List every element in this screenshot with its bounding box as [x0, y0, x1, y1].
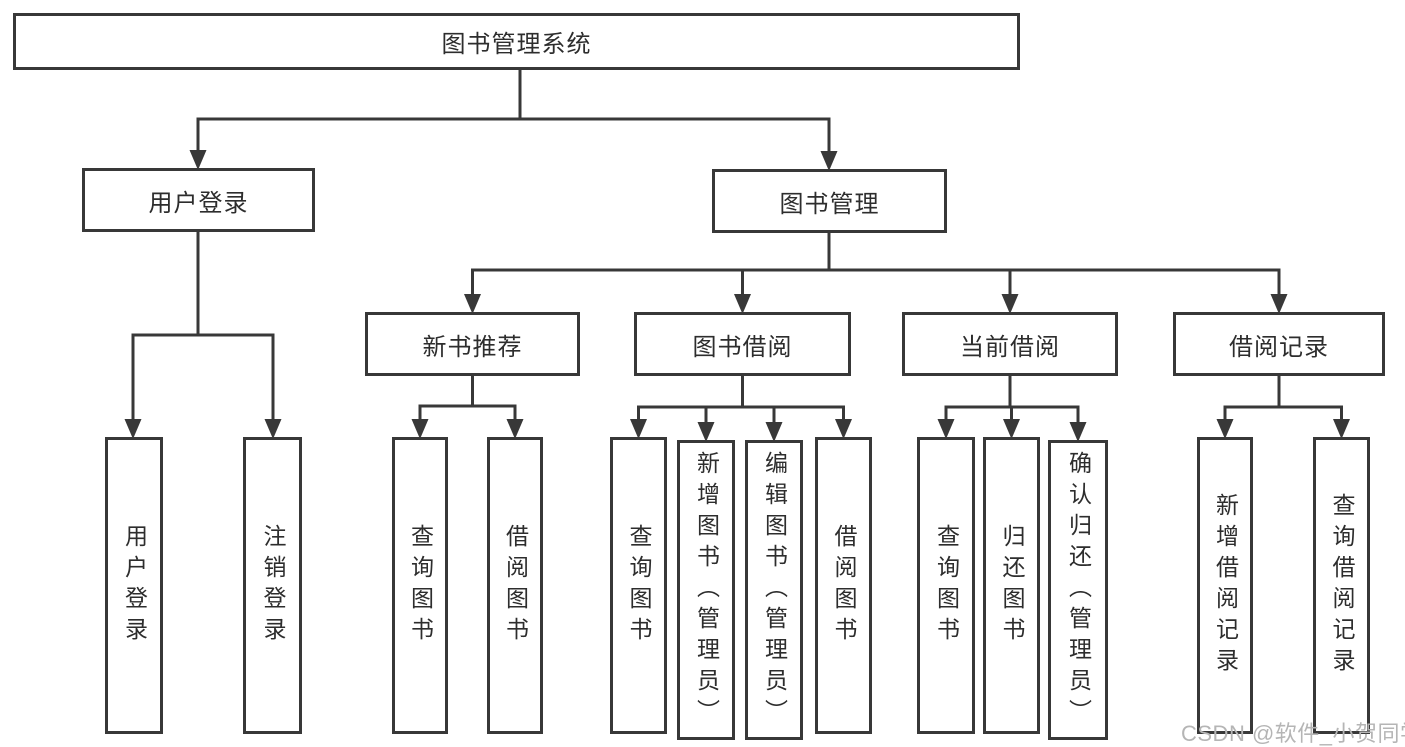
node-user-login-branch: 用户登录: [82, 168, 315, 232]
node-label: 当前借阅: [960, 333, 1060, 361]
node-label: 新书推荐: [422, 333, 523, 361]
leaf-borrow-books-recommend: 借阅图书: [487, 437, 543, 734]
node-label: 借阅图书: [502, 523, 529, 648]
node-current-borrowing: 当前借阅: [902, 312, 1118, 376]
node-label: 用户登录: [121, 523, 148, 648]
leaf-query-books-current: 查询图书: [917, 437, 975, 734]
node-label: 查询借阅记录: [1329, 492, 1355, 679]
csdn-watermark: CSDN @软件_小贺同学: [1181, 721, 1405, 746]
node-label: 查询图书: [407, 523, 434, 648]
node-new-book-recommend: 新书推荐: [365, 312, 580, 376]
node-label: 用户登录: [148, 189, 249, 217]
node-label: 新增借阅记录: [1212, 492, 1239, 679]
leaf-logout: 注销登录: [243, 437, 302, 734]
node-label: 归还图书: [999, 523, 1025, 648]
leaf-confirm-return-admin: 确认归还（管理员）: [1048, 440, 1108, 740]
node-label: 查询图书: [933, 523, 960, 648]
leaf-add-borrow-record: 新增借阅记录: [1197, 437, 1253, 734]
node-root-system: 图书管理系统: [13, 13, 1020, 70]
node-label: 确认归还（管理员）: [1065, 450, 1092, 730]
node-book-borrowing: 图书借阅: [634, 312, 851, 376]
node-label: 查询图书: [626, 523, 652, 648]
node-label: 图书借阅: [692, 333, 793, 361]
leaf-add-book-admin: 新增图书（管理员）: [677, 440, 735, 740]
leaf-user-login: 用户登录: [105, 437, 163, 734]
leaf-return-book: 归还图书: [983, 437, 1040, 734]
leaf-query-borrow-record: 查询借阅记录: [1313, 437, 1370, 734]
leaf-edit-book-admin: 编辑图书（管理员）: [745, 440, 803, 740]
node-book-management-branch: 图书管理: [712, 169, 947, 233]
node-label: 注销登录: [260, 523, 286, 648]
node-label: 图书管理系统: [441, 31, 592, 58]
node-label: 借阅记录: [1229, 333, 1329, 361]
leaf-query-books-borrow: 查询图书: [610, 437, 667, 734]
node-borrowing-records: 借阅记录: [1173, 312, 1385, 376]
leaf-borrow-books: 借阅图书: [815, 437, 872, 734]
node-label: 编辑图书（管理员）: [761, 450, 788, 730]
node-label: 新增图书（管理员）: [693, 450, 720, 730]
leaf-query-books-recommend: 查询图书: [392, 437, 448, 734]
node-label: 图书管理: [779, 190, 880, 218]
node-label: 借阅图书: [831, 523, 857, 648]
